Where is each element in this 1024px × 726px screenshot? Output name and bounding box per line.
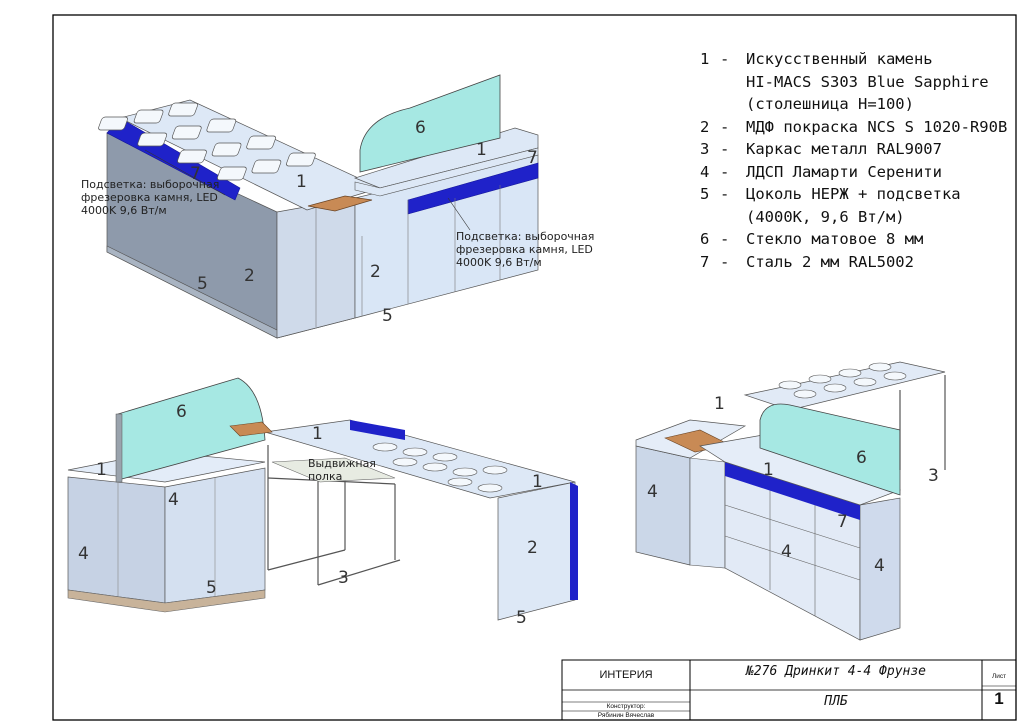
- callout-number: 7: [837, 512, 848, 532]
- sheet-frame: [52, 14, 1017, 721]
- legend-item: 7-Сталь 2 мм RAL5002: [700, 251, 1007, 274]
- legend-text: Искусственный камень HI-MACS S303 Blue S…: [746, 50, 989, 113]
- callout-number: 6: [856, 448, 867, 468]
- callout-number: 5: [516, 608, 527, 628]
- callout-number: 5: [382, 306, 393, 326]
- callout-number: 6: [176, 402, 187, 422]
- callout-number: 1: [312, 424, 323, 444]
- callout-number: 7: [527, 148, 538, 168]
- legend-dash: -: [720, 162, 730, 181]
- view-top-left: [98, 74, 539, 339]
- note-left: Подсветка: выборочная фрезеровка камня, …: [81, 178, 219, 217]
- sheet-number: 1: [994, 689, 1004, 708]
- materials-legend: 1-Искусственный камень HI-MACS S303 Blue…: [700, 48, 1007, 273]
- callout-number: 5: [206, 578, 217, 598]
- legend-number: 3: [700, 140, 710, 158]
- title-block-lines: [561, 659, 1017, 721]
- note-line: 4000K 9,6 Вт/м: [81, 204, 167, 217]
- legend-dash: -: [720, 117, 730, 136]
- legend-dash: -: [720, 252, 730, 271]
- legend-number: 1: [700, 50, 710, 68]
- callout-number: 4: [168, 490, 179, 510]
- legend-dash: -: [720, 185, 730, 203]
- legend-item: 4-ЛДСП Ламарти Серенити: [700, 161, 1007, 184]
- legend-dash: -: [720, 50, 730, 68]
- callout-number: 4: [78, 544, 89, 564]
- project-title: №276 Дринкит 4-4 Фрунзе: [745, 664, 926, 679]
- callout-number: 1: [763, 460, 774, 480]
- callout-number: 4: [874, 556, 885, 576]
- sheet-label: Лист: [991, 673, 1007, 680]
- callout-number: 7: [190, 164, 201, 184]
- note-line: 4000K 9,6 Вт/м: [456, 256, 542, 269]
- note-line: полка: [308, 470, 343, 483]
- note-line: Подсветка: выборочная: [456, 230, 595, 243]
- callout-number: 2: [244, 266, 255, 286]
- callout-number: 4: [781, 542, 792, 562]
- legend-number: 4: [700, 162, 710, 181]
- callout-number: 4: [647, 482, 658, 502]
- callout-number: 1: [96, 460, 107, 480]
- legend-item: 1-Искусственный камень HI-MACS S303 Blue…: [700, 48, 1007, 116]
- note-line: Подсветка: выборочная: [81, 178, 220, 191]
- callout-number: 6: [415, 118, 426, 138]
- sheet-name: ПЛБ: [824, 694, 848, 709]
- note-line: фрезеровка камня, LED: [81, 191, 218, 204]
- legend-item: 2-МДФ покраска NCS S 1020-R90B: [700, 116, 1007, 139]
- legend-text: Стекло матовое 8 мм: [746, 230, 924, 248]
- view-bottom-left: [67, 377, 578, 621]
- legend-item: 3-Каркас металл RAL9007: [700, 138, 1007, 161]
- view-bottom-right: [635, 361, 946, 641]
- callout-number: 5: [197, 274, 208, 294]
- legend-text: ЛДСП Ламарти Серенити: [746, 162, 942, 181]
- legend-number: 5: [700, 185, 710, 203]
- legend-number: 2: [700, 117, 710, 136]
- note-line: Выдвижная: [308, 457, 376, 470]
- designer-name: Рябинин Вячеслав: [597, 712, 655, 719]
- legend-text: Сталь 2 мм RAL5002: [746, 252, 914, 271]
- legend-text: Цоколь НЕРЖ + подсветка (4000К, 9,6 Вт/м…: [746, 185, 961, 226]
- note-right: Подсветка: выборочная фрезеровка камня, …: [456, 230, 594, 269]
- note-line: фрезеровка камня, LED: [456, 243, 593, 256]
- callout-number: 1: [532, 472, 543, 492]
- legend-number: 6: [700, 230, 710, 248]
- callout-number: 1: [714, 394, 725, 414]
- legend-text: МДФ покраска NCS S 1020-R90B: [746, 117, 1008, 136]
- note-shelf: Выдвижная полка: [308, 457, 376, 483]
- designer-label: Конструктор:: [606, 703, 646, 710]
- callout-number: 3: [338, 568, 349, 588]
- callout-number: 1: [296, 172, 307, 192]
- callout-number: 2: [370, 262, 381, 282]
- legend-item: 5-Цоколь НЕРЖ + подсветка (4000К, 9,6 Вт…: [700, 183, 1007, 228]
- callout-number: 2: [527, 538, 538, 558]
- legend-item: 6-Стекло матовое 8 мм: [700, 228, 1007, 251]
- legend-number: 7: [700, 252, 710, 271]
- company-name: ИНТЕРИЯ: [599, 669, 653, 681]
- legend-dash: -: [720, 230, 730, 248]
- callout-number: 1: [476, 140, 487, 160]
- legend-dash: -: [720, 140, 730, 158]
- callout-number: 3: [928, 466, 939, 486]
- legend-text: Каркас металл RAL9007: [746, 140, 942, 158]
